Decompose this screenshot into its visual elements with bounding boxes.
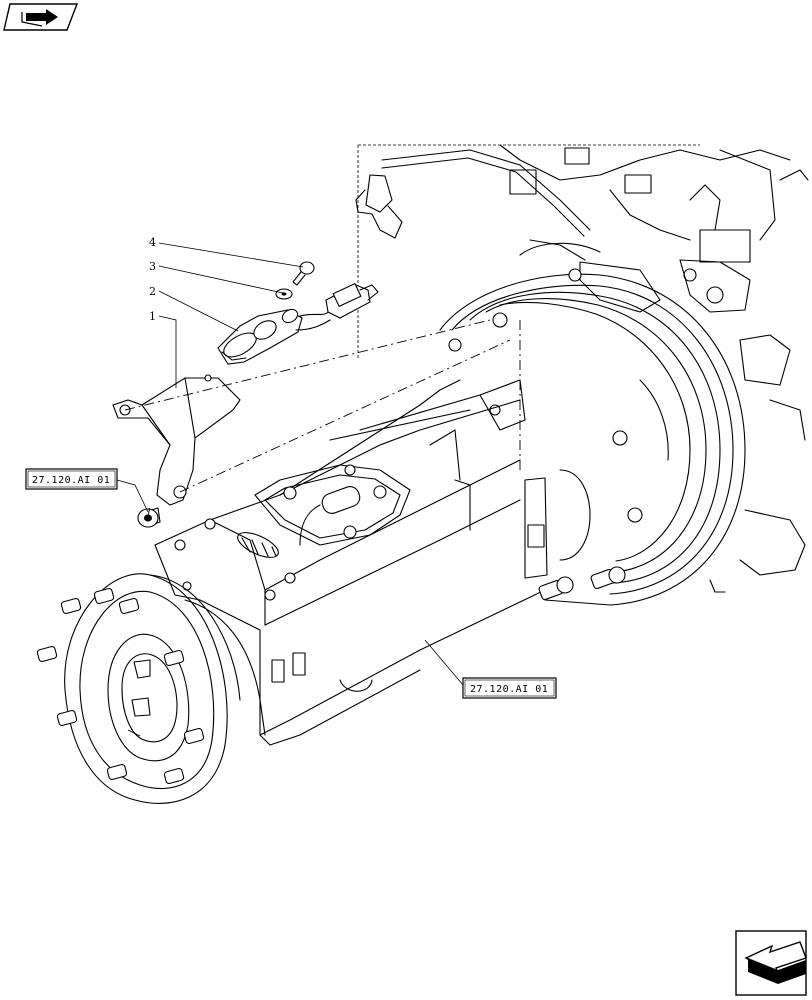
callout-number: 1 <box>149 310 156 323</box>
reference-label: 27.120.AI 01 <box>470 684 548 695</box>
reference-box-right[interactable]: 27.120.AI 01 <box>462 677 557 699</box>
callout-number: 3 <box>149 260 156 273</box>
next-page-arrow-icon[interactable] <box>735 930 807 996</box>
wheel-hub <box>36 573 266 804</box>
reference-box-left[interactable]: 27.120.AI 01 <box>25 468 118 490</box>
callout-4: 4 <box>149 236 156 249</box>
axle-housing <box>154 379 546 746</box>
callout-2: 2 <box>149 285 156 298</box>
callout-3: 3 <box>149 260 156 273</box>
differential-housing <box>439 242 746 606</box>
callout-number: 4 <box>149 236 156 249</box>
sensor-bracket <box>112 374 241 528</box>
speed-sensor <box>217 282 379 365</box>
callout-leaders <box>116 242 464 686</box>
book-arrow-icon[interactable] <box>3 3 79 31</box>
callout-number: 2 <box>149 285 156 298</box>
alignment-lines <box>124 319 521 519</box>
logo-badge <box>237 532 279 558</box>
hub-stud-group <box>36 587 205 785</box>
callout-1: 1 <box>149 310 156 323</box>
drum-bolts <box>538 566 626 601</box>
bolt <box>292 261 315 286</box>
washer <box>275 288 293 300</box>
reference-label: 27.120.AI 01 <box>32 475 110 486</box>
engine-background <box>355 144 809 593</box>
